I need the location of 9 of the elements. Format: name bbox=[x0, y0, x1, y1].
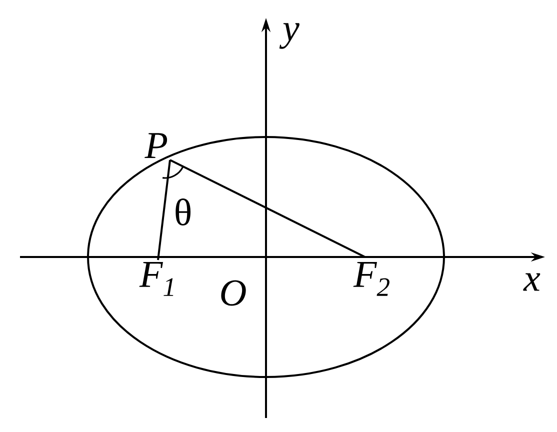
point-label: F$_{2}$ bbox=[353, 262, 390, 296]
point-label: P bbox=[144, 133, 168, 158]
axis-label: x bbox=[523, 273, 540, 291]
line-segment bbox=[170, 159, 366, 258]
line-segment bbox=[157, 160, 171, 260]
axis-label: y bbox=[279, 23, 300, 49]
axis-label: θ bbox=[176, 198, 190, 226]
axis-label: O bbox=[221, 280, 246, 306]
point-label: F$_{1}$ bbox=[139, 262, 174, 296]
